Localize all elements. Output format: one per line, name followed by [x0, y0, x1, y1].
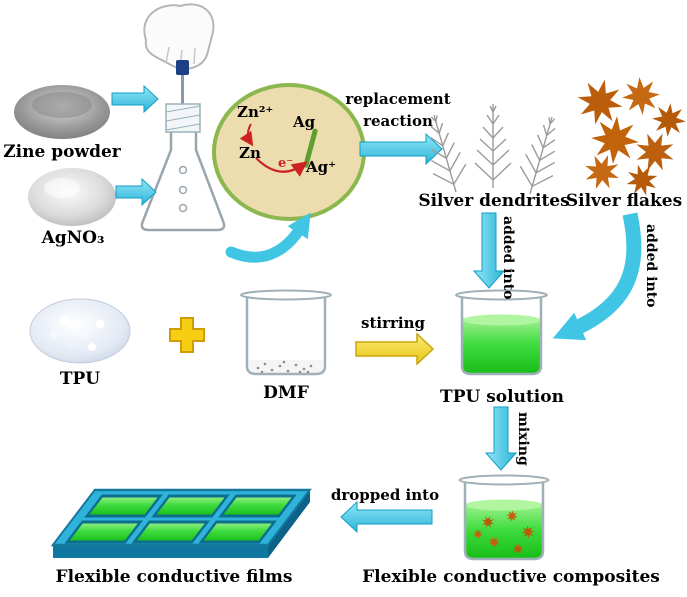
- flakes-added-arrow: [552, 212, 642, 341]
- composites-beaker-icon: [458, 474, 550, 561]
- zn-oxidation-arrow: [239, 123, 254, 147]
- film-icon: [50, 488, 312, 558]
- added-into-dendrites-label: added into: [500, 216, 516, 300]
- tpu-solution-beaker-icon: [455, 289, 548, 376]
- silver-electrode-icon: [303, 128, 318, 168]
- silver-flakes-label: Silver flakes: [565, 191, 683, 211]
- zinc-powder-label: Zine powder: [3, 142, 121, 162]
- dmf-label: DMF: [263, 383, 309, 403]
- stirring-label: stirring: [361, 314, 425, 332]
- stirring-arrow: [355, 332, 435, 366]
- zn-label: Zn: [239, 144, 261, 162]
- agno3-powder-image: [28, 168, 116, 226]
- tpu-label: TPU: [59, 369, 101, 389]
- agno3-label: AgNO₃: [41, 228, 105, 248]
- plus-icon: [169, 317, 205, 353]
- dropped-into-arrow: [340, 500, 433, 534]
- tpu-pellets-image: [29, 298, 131, 364]
- tpu-solution-label: TPU solution: [440, 387, 564, 407]
- dendrites-added-arrow: [472, 212, 506, 289]
- mixing-arrow: [484, 406, 518, 471]
- zinc-to-flask-arrow: [111, 84, 159, 114]
- silver-flakes-icon: [572, 69, 687, 202]
- silver-dendrites-label: Silver dendrites: [418, 191, 570, 211]
- dropped-into-label: dropped into: [330, 486, 440, 504]
- electron-transfer-arrow: [255, 157, 308, 177]
- flask-to-inset-arrow: [225, 212, 311, 263]
- mixing-label: mixing: [515, 412, 531, 466]
- flask-icon: [140, 103, 226, 232]
- silver-dendrites-icon: [430, 104, 556, 195]
- zn-ion-label: Zn²⁺: [237, 103, 274, 121]
- ag-ion-label: Ag⁺: [306, 158, 337, 176]
- replacement-label-line2: reaction: [363, 112, 433, 130]
- added-into-flakes-label: added into: [643, 224, 659, 308]
- ag-label: Ag: [293, 113, 316, 131]
- agno3-to-flask-arrow: [115, 177, 157, 207]
- flexible-composites-label: Flexible conductive composites: [362, 567, 660, 587]
- zinc-powder-image: [14, 85, 110, 139]
- replacement-reaction-arrow: [359, 132, 443, 166]
- replacement-label-line1: replacement: [345, 90, 451, 108]
- dmf-beaker-icon: [240, 289, 332, 376]
- flexible-films-label: Flexible conductive films: [55, 567, 293, 587]
- hand-dropper-icon: [143, 3, 215, 116]
- electron-label: e⁻: [278, 156, 294, 171]
